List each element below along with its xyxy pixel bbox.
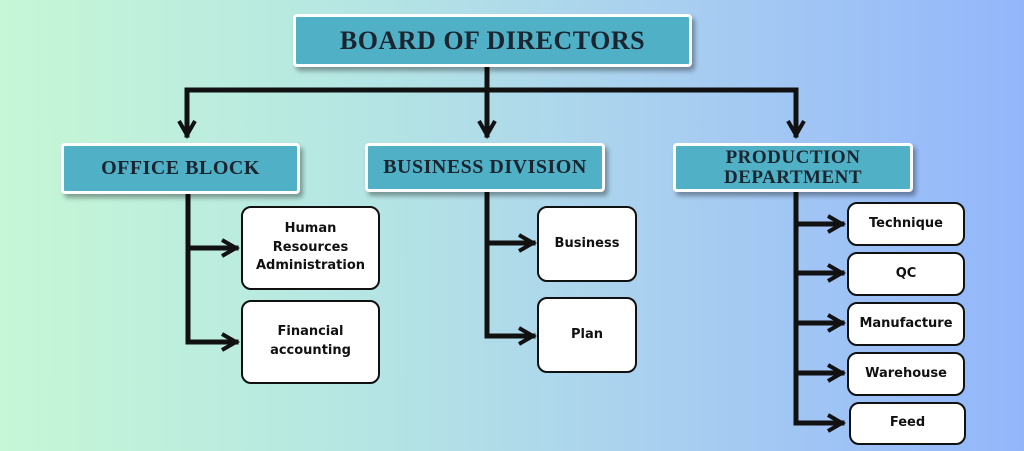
warehouse-node: Warehouse bbox=[847, 352, 965, 396]
business-node: Business bbox=[537, 206, 637, 282]
office-block-label: OFFICE BLOCK bbox=[101, 157, 260, 179]
board-of-directors-box: BOARD OF DIRECTORS bbox=[293, 14, 692, 67]
plan-node: Plan bbox=[537, 297, 637, 373]
manufacture-node: Manufacture bbox=[847, 302, 965, 346]
technique-node: Technique bbox=[847, 202, 965, 246]
feed-node: Feed bbox=[849, 402, 966, 445]
business-label: Business bbox=[554, 235, 620, 251]
board-of-directors-label: BOARD OF DIRECTORS bbox=[339, 25, 646, 55]
qc-label: QC bbox=[895, 265, 917, 281]
production-department-label: PRODUCTION DEPARTMENT bbox=[723, 146, 863, 188]
hr-administration-node: Human Resources Administration bbox=[241, 206, 380, 290]
financial-accounting-label: Financial accounting bbox=[270, 324, 351, 358]
warehouse-label: Warehouse bbox=[865, 365, 947, 381]
manufacture-label: Manufacture bbox=[859, 315, 953, 331]
production-department-box: PRODUCTION DEPARTMENT bbox=[673, 143, 913, 192]
feed-label: Feed bbox=[889, 415, 926, 431]
hr-administration-label: Human Resources Administration bbox=[255, 220, 366, 274]
office-block-box: OFFICE BLOCK bbox=[61, 143, 300, 194]
business-division-box: BUSINESS DIVISION bbox=[365, 143, 605, 192]
technique-label: Technique bbox=[868, 215, 943, 231]
financial-accounting-node: Financial accounting bbox=[241, 300, 380, 384]
qc-node: QC bbox=[847, 252, 965, 296]
plan-label: Plan bbox=[570, 326, 603, 342]
business-division-label: BUSINESS DIVISION bbox=[383, 156, 587, 178]
